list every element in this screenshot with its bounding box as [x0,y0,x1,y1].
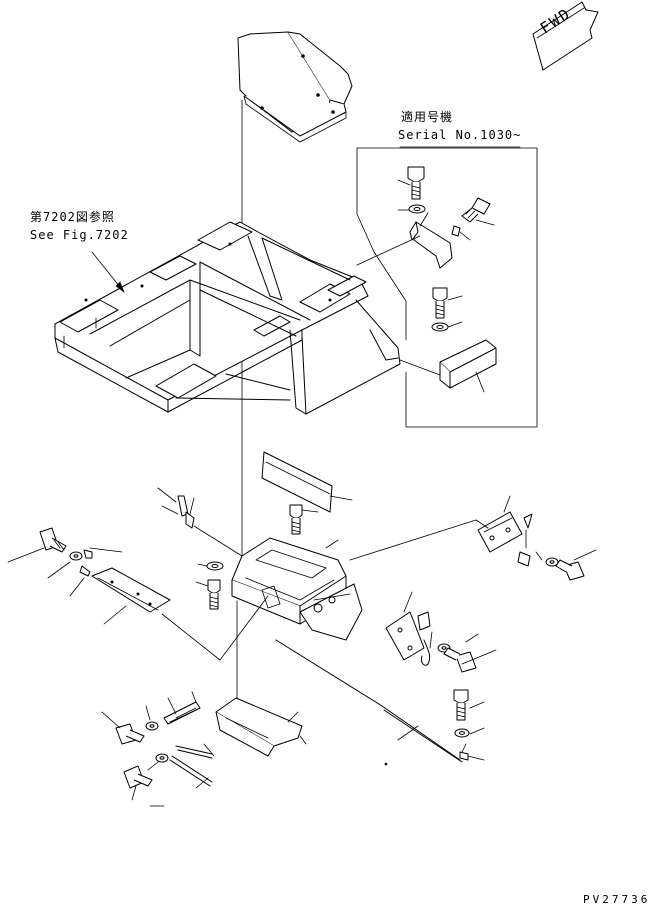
main-frame-assembly [54,221,401,415]
right-rod-part [275,639,485,766]
serial-note-en: Serial No.1030~ [398,128,522,142]
fwd-arrow-icon [532,1,599,71]
drawing-code: PV27736 [583,893,651,906]
right-plate-part [349,495,597,581]
center-left-bolt [195,561,224,610]
serial-bolt-mid [431,287,463,332]
lower-cover-part [215,697,307,757]
serial-note-jp: 適用号機 [401,110,454,124]
right-center-plate [385,591,497,673]
serial-bracket-plate [409,212,453,269]
serial-bracket-box [356,146,538,428]
left-plate-part [91,567,269,661]
serial-bolt-top [397,166,426,214]
fig-ref-arrow-icon [91,251,125,293]
fig-ref-jp: 第7202図参照 [30,210,115,224]
flap-plate [261,451,353,513]
top-cover-part [237,31,353,143]
center-box-part [231,537,363,641]
serial-bar-plate [399,339,497,393]
lower-left-hardware [101,691,215,807]
fig-ref-en: See Fig.7202 [30,228,129,242]
center-bolt [289,504,319,535]
left-bolt-part [7,527,123,597]
left-clip-part [157,487,243,557]
serial-bolt-side [451,197,495,241]
